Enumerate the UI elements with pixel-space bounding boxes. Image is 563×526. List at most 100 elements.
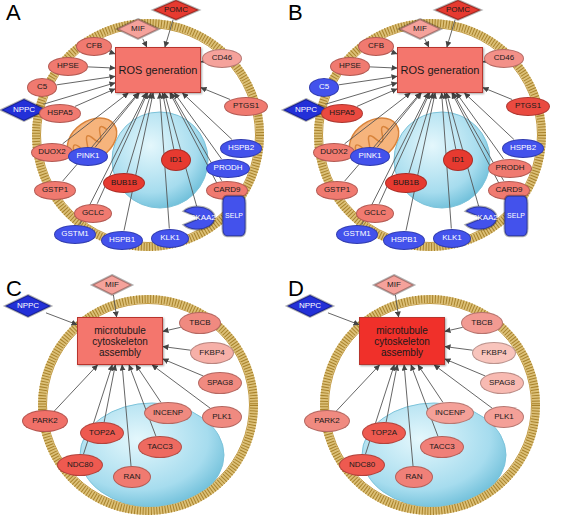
connector-arrow (57, 76, 115, 85)
gene-label: KLK1 (160, 234, 180, 242)
process-box: ROS generation (115, 47, 201, 93)
gene-label: SPAG8 (489, 379, 515, 387)
gene-label: PINK1 (76, 152, 99, 160)
gene-ellipse: PARK2 (304, 410, 350, 432)
process-box: ROS generation (397, 47, 483, 93)
connector-arrow (336, 365, 379, 411)
gene-ellipse: ID1 (161, 149, 191, 171)
gene-ellipse: CD46 (484, 49, 524, 68)
gene-label: DUOX2 (320, 148, 348, 156)
gene-ellipse: PINK1 (350, 147, 390, 166)
gene-ellipse: SPAG8 (480, 372, 524, 394)
diamond-fill (435, 0, 481, 20)
gene-ellipse: HPSE (330, 57, 370, 76)
gene-label: NPPC (17, 302, 39, 310)
gene-ellipse: PINK1 (68, 147, 108, 166)
panel-letter: C (6, 276, 22, 302)
connector-arrow (339, 76, 397, 85)
panel-letter: B (288, 0, 303, 26)
gene-label: SELP (225, 212, 243, 219)
gene-label: ID1 (170, 156, 182, 164)
gene-ellipse: NDC80 (339, 454, 385, 476)
connector-arrow (46, 313, 77, 325)
kinase-shape: PRKAA2 (464, 206, 500, 230)
gene-label: NDC80 (349, 461, 375, 469)
ligand-diamond: POMC (435, 0, 481, 20)
gene-label: ID1 (452, 156, 464, 164)
gene-ellipse: HSPB2 (220, 139, 262, 158)
gene-label: PLK1 (494, 413, 514, 421)
gene-label: GSTP1 (42, 186, 68, 194)
gene-label: C5 (37, 83, 47, 91)
gene-label: BUB1B (393, 179, 419, 187)
gene-label: PRKAA2 (184, 214, 216, 222)
connector-arrow (54, 365, 97, 411)
connector-arrow (404, 365, 413, 466)
gene-label: PINK1 (358, 152, 381, 160)
diamond-fill (92, 275, 132, 295)
gene-label: RAN (406, 473, 423, 481)
gene-ellipse: BUB1B (103, 173, 145, 193)
ligand-diamond: MIF (92, 275, 132, 295)
gene-ellipse: PARK2 (22, 410, 68, 432)
gene-ellipse: HSPB2 (502, 139, 544, 158)
gene-label: HSPA5 (329, 109, 355, 117)
gene-ellipse: GCLC (356, 204, 394, 223)
connector-arrow (163, 327, 181, 331)
connector-arrow (418, 365, 443, 402)
gene-ellipse: TOP2A (362, 422, 406, 444)
gene-ellipse: TOP2A (80, 422, 124, 444)
gene-ellipse: GCLC (74, 204, 112, 223)
connector-arrow (483, 88, 512, 100)
gene-label: TBCB (189, 319, 210, 327)
process-label: microtubule cytoskeleton assembly (362, 325, 442, 358)
gene-label: NPPC (295, 106, 317, 114)
connector-arrow (425, 39, 429, 47)
process-box: microtubule cytoskeleton assembly (77, 317, 163, 365)
gene-ellipse: TACC3 (138, 436, 182, 458)
connector-arrow (113, 295, 116, 317)
ligand-diamond: MIF (117, 19, 159, 39)
diamond-fill (399, 19, 441, 39)
gene-label: CFB (368, 42, 384, 50)
gene-label: HSPB2 (228, 144, 254, 152)
gene-ellipse: ID1 (443, 149, 473, 171)
gene-ellipse: PRODH (488, 159, 532, 178)
gene-ellipse: GSTM1 (54, 225, 96, 244)
gene-label: GSTM1 (61, 230, 89, 238)
gene-label: HSPA5 (47, 109, 73, 117)
gene-label: FKBP4 (199, 349, 224, 357)
gene-ellipse: HSPB1 (383, 231, 425, 250)
gene-label: CARD9 (495, 186, 522, 194)
gene-ellipse: PTGS1 (224, 97, 268, 116)
gene-ellipse: CFB (358, 37, 394, 56)
ligand-diamond: POMC (153, 0, 199, 20)
gene-label: PTGS1 (515, 102, 541, 110)
gene-ellipse: HSPA5 (321, 104, 363, 123)
connector-arrow (464, 93, 513, 139)
gene-label: POMC (164, 6, 188, 14)
gene-ellipse: HPSE (48, 57, 88, 76)
gene-ellipse: FKBP4 (472, 342, 516, 364)
gene-ellipse: RAN (113, 466, 151, 488)
connector-arrow (182, 93, 231, 139)
connector-arrow (411, 365, 438, 436)
gene-label: INCENP (153, 409, 183, 417)
gene-ellipse: DUOX2 (31, 143, 73, 162)
gene-label: CFB (86, 42, 102, 50)
gene-label: HPSE (339, 62, 361, 70)
gene-ellipse: GSTP1 (34, 181, 76, 200)
gene-label: SELP (507, 212, 525, 219)
connector-arrow (379, 93, 429, 204)
connector-arrow (395, 295, 398, 317)
gene-label: FKBP4 (481, 349, 506, 357)
connector-arrow (88, 67, 115, 68)
connector-arrow (445, 327, 463, 331)
gene-label: CD46 (494, 54, 514, 62)
gene-label: SPAG8 (207, 379, 233, 387)
process-label: ROS generation (401, 64, 480, 76)
connector-arrow (370, 67, 397, 68)
gene-ellipse: PLK1 (484, 406, 524, 428)
gene-label: GSTP1 (324, 186, 350, 194)
gene-label: MIF (387, 281, 401, 289)
